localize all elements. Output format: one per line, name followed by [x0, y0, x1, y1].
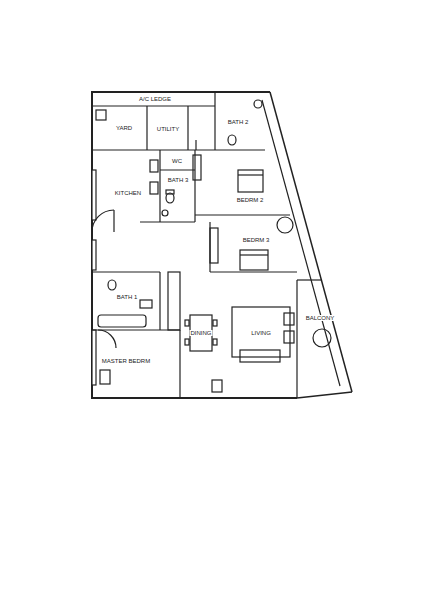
room-label: UTILITY [156, 126, 180, 132]
room-label: KITCHEN [114, 190, 142, 196]
room-label: WC [171, 158, 183, 164]
room-label: YARD [115, 125, 133, 131]
room-label: BEDRM 3 [242, 237, 271, 243]
room-label: BALCONY [305, 315, 336, 321]
room-label: BATH 3 [167, 177, 190, 183]
room-label: DINING [190, 330, 213, 336]
room-label: BATH 2 [227, 119, 250, 125]
room-label: LIVING [250, 330, 272, 336]
room-label: A/C LEDGE [138, 96, 172, 102]
room-label: MASTER BEDRM [101, 358, 151, 364]
room-label: BATH 1 [116, 294, 139, 300]
room-label: BEDRM 2 [236, 197, 265, 203]
